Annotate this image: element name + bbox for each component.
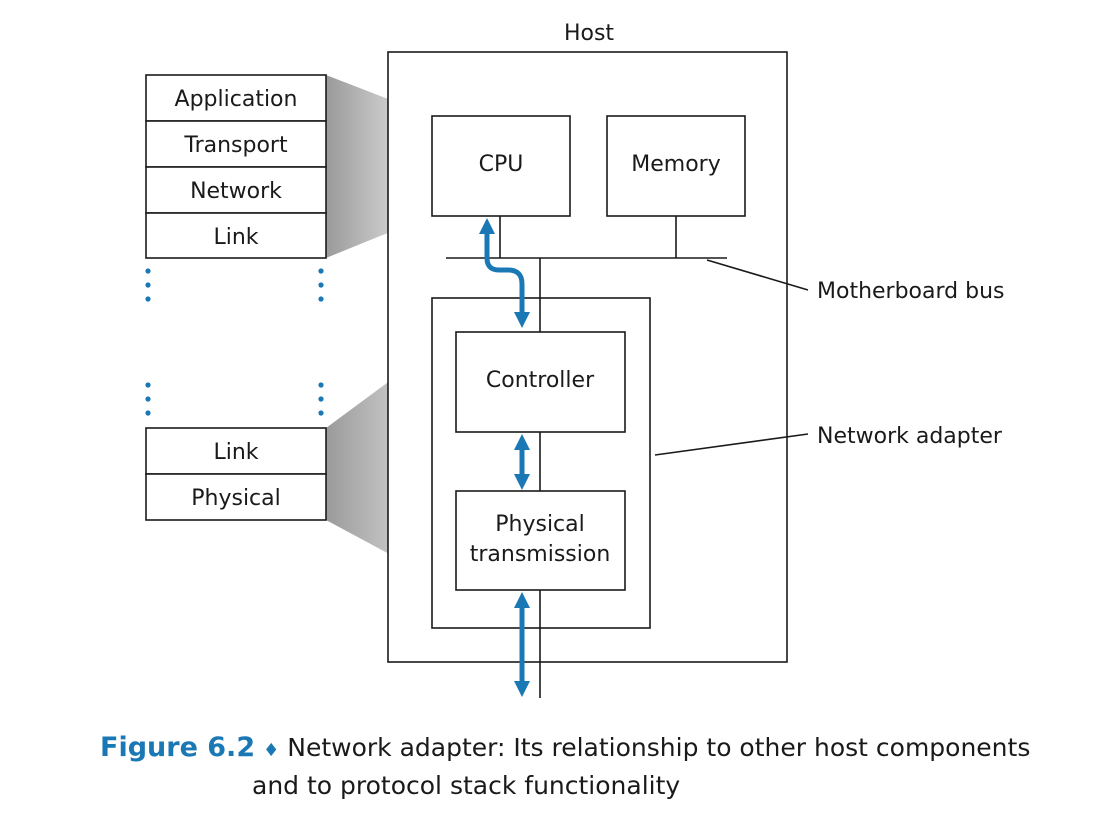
stack-layer-transport [145, 120, 327, 168]
cpu-controller-arrow [484, 232, 525, 313]
cpu-box [431, 115, 571, 217]
arrowhead-up-controller [514, 434, 530, 450]
stack-label-transport: Transport [183, 133, 288, 158]
network-adapter-label: Network adapter [817, 424, 1003, 449]
diamond-icon: ♦ [263, 740, 280, 761]
stack-label-link-adapter: Link [213, 440, 258, 465]
stack-label-network: Network [190, 179, 282, 204]
host-label: Host [564, 21, 614, 46]
adapter-callout-line [654, 433, 809, 456]
motherboard-bus-label: Motherboard bus [817, 279, 1004, 304]
arrowhead-up-physical [514, 592, 530, 608]
stack-layer-link [145, 212, 327, 259]
caption-line-1: Network adapter: Its relationship to oth… [287, 733, 1031, 762]
arrowhead-up-cpu [479, 218, 495, 234]
memory-label: Memory [631, 152, 720, 177]
physical-transmission-box [455, 490, 626, 591]
stack-label-application: Application [175, 87, 298, 112]
stack-layer-application [145, 74, 327, 122]
protocol-stack-top: Application Transport Network Link [145, 74, 327, 259]
figure-number: Figure 6.2 [100, 732, 256, 763]
figure-caption: Figure 6.2 ♦ Network adapter: Its relation… [100, 730, 1100, 803]
physical-transmission-label-1: Physical [495, 512, 585, 537]
controller-label: Controller [486, 368, 595, 393]
stack-layer-physical [145, 473, 327, 521]
stack-layer-network [145, 166, 327, 214]
stack-ellipsis-dots [145, 268, 324, 416]
bus-callout-line [706, 259, 809, 291]
arrowhead-down-controller [514, 312, 530, 328]
memory-box [606, 115, 746, 217]
controller-box [455, 331, 626, 433]
cpu-label: CPU [479, 152, 524, 177]
arrowhead-down-network [514, 681, 530, 697]
protocol-stack-bottom: Link Physical [145, 427, 327, 521]
network-adapter-diagram: Host CPU Memory Controller Physical tran… [145, 21, 1004, 698]
caption-line-2: and to protocol stack functionality [252, 771, 681, 800]
stack-label-link: Link [213, 225, 258, 250]
physical-transmission-label-2: transmission [470, 542, 611, 567]
arrowhead-down-physical [514, 474, 530, 490]
stack-label-physical: Physical [191, 486, 281, 511]
